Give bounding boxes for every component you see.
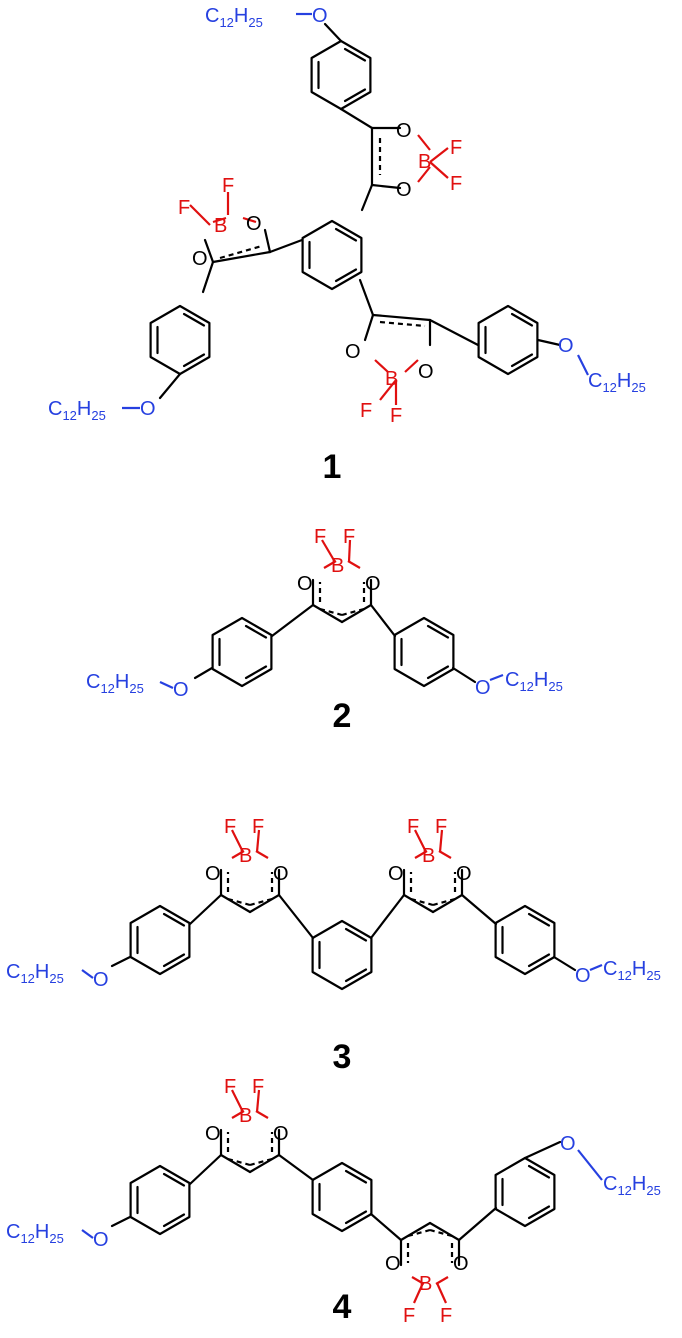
fluorine-atom: F (178, 197, 190, 219)
central-benzene-ring (301, 219, 363, 291)
oxygen-atom: O (396, 179, 412, 201)
fluorine-atom: F (440, 1305, 452, 1327)
oxygen-atom: O (205, 863, 221, 885)
oxygen-atom: O (418, 361, 434, 383)
oxygen-atom: O (453, 1253, 469, 1275)
aryl-ring-right (494, 1156, 556, 1228)
fluorine-atom: F (390, 405, 402, 427)
fluorine-atom: F (450, 173, 462, 195)
alkoxy-group-left: C12H25 (48, 398, 106, 423)
boron-atom: B (422, 845, 435, 867)
oxygen-atom: O (173, 679, 189, 701)
fluorine-atom: F (360, 400, 372, 422)
alkoxy-group-right: C12H25 (588, 370, 646, 395)
oxygen-atom: O (365, 573, 381, 595)
fluorine-atom: F (252, 1076, 264, 1098)
oxygen-atom: O (205, 1123, 221, 1145)
boron-atom: B (419, 1273, 432, 1295)
aryl-ring-left (129, 904, 191, 976)
alkoxy-group-top: C12H25 (205, 5, 263, 30)
compound-label: 2 (333, 697, 352, 735)
oxygen-atom: O (558, 335, 574, 357)
compound-label: 1 (323, 448, 342, 486)
oxygen-atom: O (475, 677, 491, 699)
oxygen-atom: O (456, 863, 472, 885)
boron-atom: B (239, 845, 252, 867)
boron-atom: B (214, 215, 227, 237)
aryl-ring-right (494, 904, 556, 976)
compound-1-structure: O O B F F O O B F F O O B F F C12H25 O C… (48, 5, 646, 486)
oxygen-atom: O (273, 1123, 289, 1145)
oxygen-atom: O (192, 248, 208, 270)
aryl-ring-top (310, 39, 372, 111)
oxygen-atom: O (246, 213, 262, 235)
fluorine-atom: F (252, 816, 264, 838)
compound-label: 4 (333, 1288, 352, 1326)
boron-atom: B (239, 1105, 252, 1127)
fluorine-atom: F (222, 175, 234, 197)
alkoxy-group-left: C12H25 (86, 671, 144, 696)
oxygen-atom: O (575, 965, 591, 987)
fluorine-atom: F (224, 1076, 236, 1098)
alkoxy-group-left: C12H25 (6, 1221, 64, 1246)
compound-2-structure: O O B F F C12H25 O O C12H25 2 (86, 526, 563, 735)
fluorine-atom: F (314, 526, 326, 548)
oxygen-atom: O (385, 1253, 401, 1275)
fluorine-atom: F (435, 816, 447, 838)
fluorine-atom: F (403, 1305, 415, 1327)
aryl-ring-right (393, 616, 455, 688)
fluorine-atom: F (224, 816, 236, 838)
aryl-ring-left (129, 1164, 191, 1236)
fluorine-atom: F (450, 137, 462, 159)
oxygen-atom: O (312, 5, 328, 27)
alkoxy-group-right: C12H25 (603, 958, 661, 983)
fluorine-atom: F (407, 816, 419, 838)
oxygen-atom: O (396, 120, 412, 142)
oxygen-atom: O (560, 1133, 576, 1155)
compound-3-structure: O O B F F O O B F F C12H25 O O C12H25 3 (6, 816, 661, 1076)
aryl-ring-left (149, 304, 211, 376)
boron-atom: B (418, 151, 431, 173)
aryl-ring-left (211, 616, 273, 688)
alkoxy-group-left: C12H25 (6, 961, 64, 986)
boron-atom: B (385, 368, 398, 390)
compound-4-structure: O O B F F O O B F F C12H25 O O C12H25 4 (6, 1076, 661, 1327)
central-benzene-ring (311, 919, 373, 991)
oxygen-atom: O (345, 341, 361, 363)
aryl-ring-right (477, 304, 539, 376)
oxygen-atom: O (273, 863, 289, 885)
oxygen-atom: O (388, 863, 404, 885)
alkoxy-group-right: C12H25 (603, 1173, 661, 1198)
oxygen-atom: O (93, 1229, 109, 1251)
central-benzene-ring (311, 1161, 373, 1233)
oxygen-atom: O (93, 969, 109, 991)
compound-label: 3 (333, 1038, 352, 1076)
fluorine-atom: F (343, 526, 355, 548)
alkoxy-group-right: C12H25 (505, 669, 563, 694)
oxygen-atom: O (140, 398, 156, 420)
boron-atom: B (331, 555, 344, 577)
oxygen-atom: O (297, 573, 313, 595)
